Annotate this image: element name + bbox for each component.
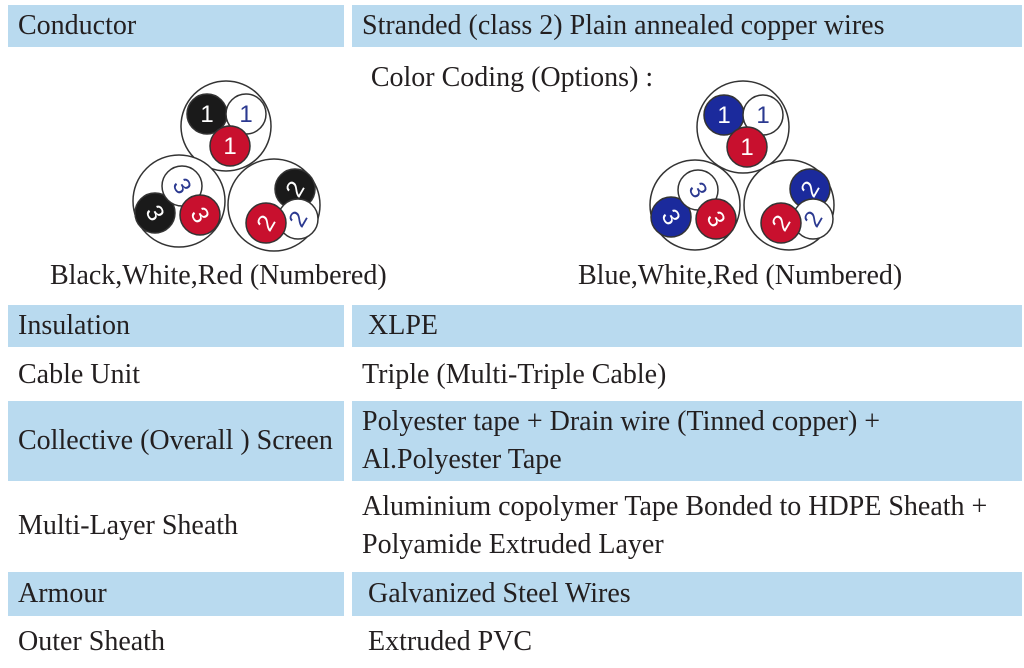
spec-label: Multi-Layer Sheath (18, 510, 239, 541)
core-red (209, 125, 251, 167)
spec-label: Outer Sheath (18, 626, 165, 657)
color-coding-title: Color Coding (Options) : (370, 62, 654, 93)
core-number: 1 (200, 101, 213, 128)
spec-row-collective-screen: Collective (Overall ) Screen Polyester t… (0, 401, 1024, 481)
spec-row-insulation: Insulation XLPE (0, 305, 1024, 347)
core-number: 1 (717, 102, 730, 129)
spec-label: Collective (Overall ) Screen (8, 401, 344, 481)
spec-label: Armour (8, 572, 344, 616)
spec-row-multi-layer-sheath: Multi-Layer Sheath Aluminium copolymer T… (0, 486, 1024, 566)
caption-black-white-red: Black,White,Red (Numbered) (50, 260, 387, 291)
spec-value: Galvanized Steel Wires (352, 572, 1022, 616)
core-red (695, 198, 737, 240)
spec-row-armour: Armour Galvanized Steel Wires (0, 572, 1024, 616)
spec-value: Extruded PVC (368, 626, 533, 657)
spec-label: Insulation (8, 305, 344, 347)
spec-label: Cable Unit (18, 359, 141, 390)
spec-label: Conductor (8, 5, 344, 47)
spec-value: Aluminium copolymer Tape Bonded to HDPE … (362, 491, 988, 560)
caption-blue-white-red: Blue,White,Red (Numbered) (578, 260, 903, 291)
spec-row-cable-unit: Cable Unit Triple (Multi-Triple Cable) (0, 352, 1024, 398)
core-number: 1 (756, 102, 769, 129)
core-red (726, 126, 768, 168)
core-colored (134, 192, 176, 234)
spec-value: Polyester tape + Drain wire (Tinned copp… (352, 401, 1022, 481)
spec-row-outer-sheath: Outer Sheath Extruded PVC (0, 620, 1024, 664)
core-red (179, 194, 221, 236)
core-red (760, 202, 802, 244)
core-number: 1 (223, 133, 236, 160)
spec-row-conductor: Conductor Stranded (class 2) Plain annea… (0, 5, 1024, 47)
core-number: 1 (740, 134, 753, 161)
spec-value: Stranded (class 2) Plain annealed copper… (352, 5, 1022, 47)
core-colored (650, 196, 692, 238)
core-number: 1 (239, 101, 252, 128)
core-red (245, 202, 287, 244)
spec-value: Triple (Multi-Triple Cable) (362, 359, 667, 390)
spec-value: XLPE (352, 305, 1022, 347)
